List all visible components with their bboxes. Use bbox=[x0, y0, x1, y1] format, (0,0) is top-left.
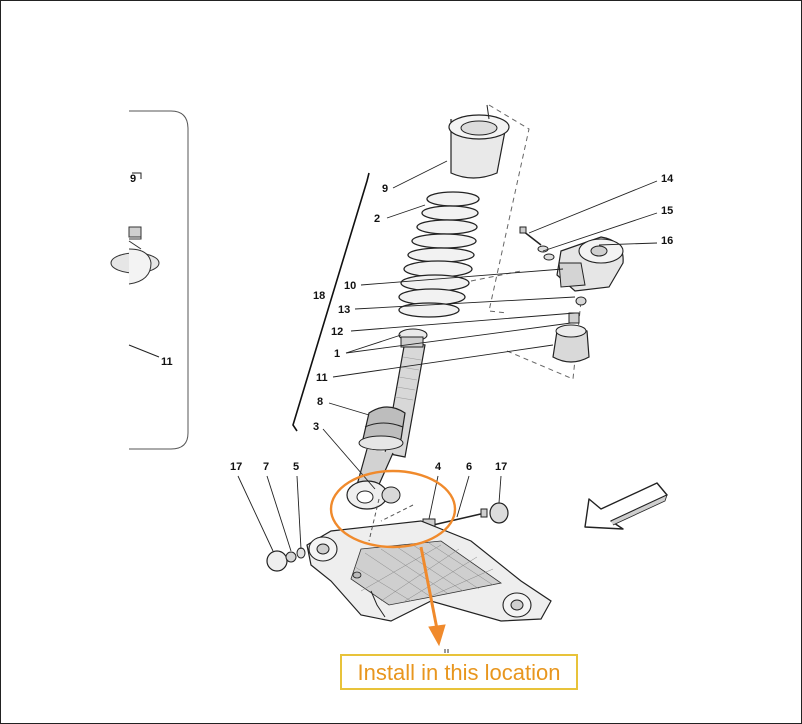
label-11-inset: 11 bbox=[161, 356, 173, 368]
label-11: 11 bbox=[316, 372, 328, 384]
install-location-highlight bbox=[329, 469, 457, 647]
lower-control-arm bbox=[306, 520, 552, 622]
dashed-reference-frame bbox=[470, 104, 582, 380]
label-18: 18 bbox=[313, 290, 325, 302]
label-7: 7 bbox=[263, 461, 269, 473]
install-guide-lines bbox=[368, 498, 414, 542]
coil-spring-2 bbox=[398, 191, 480, 318]
callout-arrow-shaft bbox=[419, 546, 439, 630]
label-9: 9 bbox=[382, 183, 388, 195]
label-17-left: 17 bbox=[230, 461, 242, 473]
label-16: 16 bbox=[661, 235, 673, 247]
bump-stop-9 bbox=[448, 104, 510, 179]
shock-absorber-body bbox=[346, 328, 428, 510]
label-14: 14 bbox=[661, 173, 674, 185]
label-13: 13 bbox=[338, 304, 350, 316]
arrow-down-left-icon bbox=[584, 482, 668, 530]
label-3: 3 bbox=[313, 421, 319, 433]
part-number-labels: 9 2 10 18 13 12 1 11 8 3 14 15 16 17 7 5… bbox=[130, 173, 674, 473]
label-10: 10 bbox=[344, 280, 356, 292]
callout-box-border bbox=[340, 654, 578, 690]
label-9-inset: 9 bbox=[130, 173, 136, 185]
label-2: 2 bbox=[374, 213, 380, 225]
label-5: 5 bbox=[293, 461, 299, 473]
inset-panel bbox=[110, 110, 189, 450]
small-tick-marks bbox=[444, 649, 449, 653]
callout-text: Install in this location bbox=[358, 660, 561, 685]
label-15: 15 bbox=[661, 205, 673, 217]
label-4: 4 bbox=[435, 461, 442, 473]
install-callout-box: Install in this location bbox=[340, 654, 578, 690]
top-mount-assembly bbox=[519, 226, 624, 363]
assembly-bracket-18 bbox=[292, 172, 370, 432]
highlight-ellipse bbox=[329, 469, 457, 549]
label-8: 8 bbox=[317, 396, 323, 408]
label-12: 12 bbox=[331, 326, 343, 338]
label-17-right: 17 bbox=[495, 461, 507, 473]
arrow-down-icon bbox=[428, 624, 446, 647]
label-1: 1 bbox=[334, 348, 340, 360]
label-6: 6 bbox=[466, 461, 472, 473]
